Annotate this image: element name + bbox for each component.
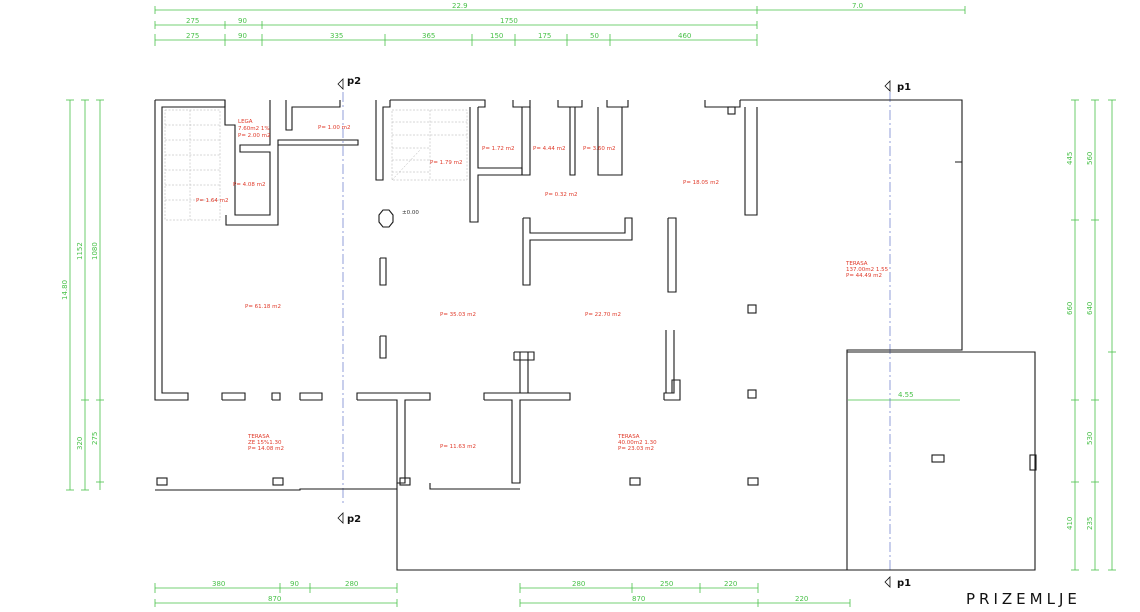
dim-left-outer: 14.80: [61, 280, 69, 300]
dim-left-inner-1: 1080: [91, 242, 99, 260]
dim-bottom-total-1: 870: [268, 595, 281, 603]
dim-bottom-a-3: 280: [345, 580, 358, 588]
dimension-lines: [66, 6, 1116, 607]
dim-bottom-total-2: 870: [632, 595, 645, 603]
dim-right-inner-2: 640: [1086, 302, 1094, 315]
dim-bottom-a-1: 380: [212, 580, 225, 588]
room-area: P= 35.03 m2: [440, 312, 476, 318]
dim-top-total-2: 7.0: [852, 2, 863, 10]
room-area: P= 1.72 m2: [482, 146, 515, 152]
room-area: P= 18.05 m2: [683, 180, 719, 186]
dim-top-detail-2: 90: [238, 32, 247, 40]
room-area: P= 4.44 m2: [533, 146, 566, 152]
dim-top-mid-2: 90: [238, 17, 247, 25]
dim-right-inner-4: 235: [1086, 517, 1094, 530]
dim-top-detail-1: 275: [186, 32, 199, 40]
dim-top-detail-4: 365: [422, 32, 435, 40]
room-lega-area: P= 2.00 m2: [238, 133, 271, 139]
room-terasa-mid-code: 40.00m2 1.30: [618, 440, 657, 446]
dim-left-mid-2: 320: [76, 437, 84, 450]
room-terasa-mid-area: P= 23.03 m2: [618, 446, 654, 452]
room-area: P= 0.32 m2: [545, 192, 578, 198]
dim-top-detail-6: 175: [538, 32, 551, 40]
section-mark-p1-top: p1: [897, 82, 911, 93]
room-area: P= 61.18 m2: [245, 304, 281, 310]
section-mark-p2-bottom: p2: [347, 514, 361, 525]
dim-terrace-inner: 4.55: [898, 391, 914, 399]
walls: [154, 99, 1037, 571]
dim-top-detail-3: 335: [330, 32, 343, 40]
dim-top-mid-3: 1750: [500, 17, 518, 25]
dim-top-detail-8: 460: [678, 32, 691, 40]
section-mark-p2-top: p2: [347, 76, 361, 87]
room-terasa-right-name: TERASA: [845, 261, 868, 267]
room-area: P= 11.63 m2: [440, 444, 476, 450]
dim-top-detail-7: 50: [590, 32, 599, 40]
dim-top-mid-1: 275: [186, 17, 199, 25]
room-area: P= 1.79 m2: [430, 160, 463, 166]
dim-right-inner-3: 530: [1086, 432, 1094, 445]
dim-left-inner-2: 275: [91, 432, 99, 445]
room-terasa-left-name: TERASA: [247, 434, 270, 440]
room-terasa-right-code: 137.00m2 1.55: [846, 267, 889, 273]
room-area: P= 1.00 m2: [318, 125, 351, 131]
room-lega-name: LEGA: [238, 119, 253, 125]
dim-right-outer-1: 445: [1066, 152, 1074, 165]
dim-top-total-1: 22.9: [452, 2, 468, 10]
room-area: P= 1.64 m2: [196, 198, 229, 204]
dim-bottom-b-1: 280: [572, 580, 585, 588]
dim-top-detail-5: 150: [490, 32, 503, 40]
room-area: P= 4.08 m2: [233, 182, 266, 188]
dim-bottom-total-3: 220: [795, 595, 808, 603]
room-terasa-mid-name: TERASA: [617, 434, 640, 440]
dim-bottom-b-2: 250: [660, 580, 673, 588]
room-area: P= 3.60 m2: [583, 146, 616, 152]
section-markers: [337, 78, 891, 588]
sheet-title: PRIZEMLJE: [966, 590, 1081, 608]
room-labels: LEGA 7.60m2 1% P= 2.00 m2 P= 1.00 m2 P= …: [196, 119, 889, 452]
room-lega-code: 7.60m2 1%: [238, 126, 270, 132]
room-terasa-left-code: ZE 15%1.30: [248, 440, 282, 446]
level-mark: ±0.00: [402, 210, 419, 216]
room-terasa-right-area: P= 44.49 m2: [846, 273, 882, 279]
section-mark-p1-bottom: p1: [897, 578, 911, 589]
dim-bottom-a-2: 90: [290, 580, 299, 588]
dim-bottom-b-3: 220: [724, 580, 737, 588]
dim-left-mid-1: 1152: [76, 242, 84, 260]
stairs: [164, 109, 468, 221]
dim-right-outer-2: 660: [1066, 302, 1074, 315]
section-axis-lines: [342, 92, 891, 570]
dim-right-inner-1: 560: [1086, 152, 1094, 165]
room-area: P= 22.70 m2: [585, 312, 621, 318]
room-terasa-left-area: P= 14.08 m2: [248, 446, 284, 452]
dim-right-outer-3: 410: [1066, 517, 1074, 530]
dimension-labels: 22.9 7.0 275 90 1750 275 90 335 365 150 …: [61, 2, 1094, 603]
